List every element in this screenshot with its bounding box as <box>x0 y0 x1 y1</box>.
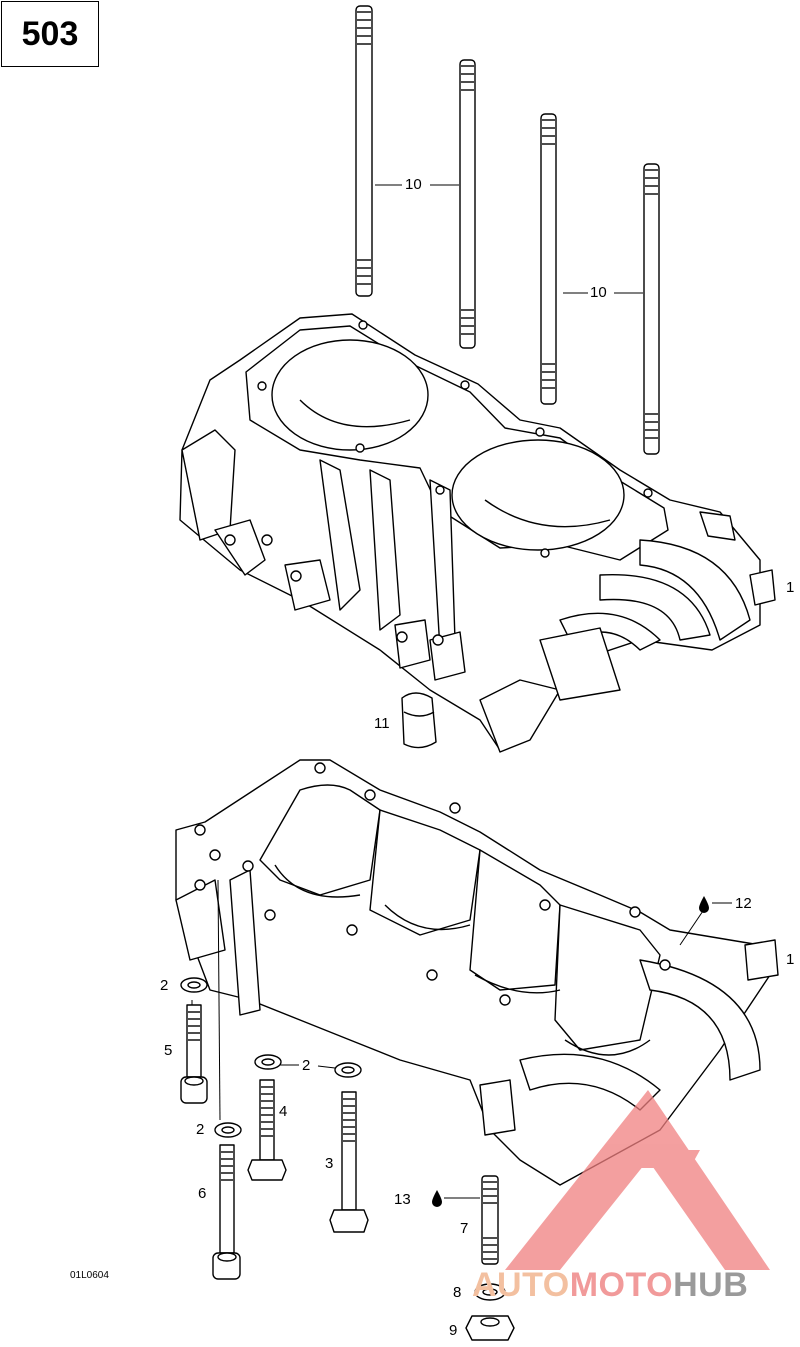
callout-1: 1 <box>786 579 795 596</box>
callout-2: 2 <box>196 1121 205 1138</box>
callout-1: 1 <box>786 951 795 968</box>
stud-part-10 <box>355 5 373 297</box>
callout-12: 12 <box>735 895 752 912</box>
oil-drop-icon <box>699 896 709 913</box>
washer-part-2 <box>334 1062 362 1078</box>
stud-part-10 <box>459 59 476 349</box>
washer-part-2 <box>214 1122 242 1138</box>
automotohub-logo-mark <box>505 1090 770 1270</box>
lubricant-drop-icons <box>432 896 709 1207</box>
callout-2: 2 <box>160 977 169 994</box>
page-number: 503 <box>21 14 79 53</box>
watermark-part-moto: MOTO <box>569 1266 674 1304</box>
watermark-part-auto: AUTO <box>472 1266 570 1304</box>
watermark-logo-text: AUTOMOTOHUB <box>472 1266 748 1305</box>
washer-part-2 <box>254 1054 282 1070</box>
page-number-box: 503 <box>1 1 99 67</box>
plug-part-11 <box>401 692 437 749</box>
screw-part-3 <box>329 1091 369 1233</box>
callout-13: 13 <box>394 1191 411 1208</box>
callout-6: 6 <box>198 1185 207 1202</box>
stud-part-7 <box>481 1175 499 1265</box>
leader-lines <box>191 184 732 1199</box>
callout-5: 5 <box>164 1042 173 1059</box>
callout-3: 3 <box>325 1155 334 1172</box>
washer-part-2 <box>180 977 208 993</box>
oil-drop-icon <box>432 1190 442 1207</box>
callout-2: 2 <box>302 1057 311 1074</box>
stud-part-10 <box>643 163 660 455</box>
lower-crankcase-half <box>175 759 779 1186</box>
callout-11: 11 <box>374 715 390 732</box>
callout-8: 8 <box>453 1284 462 1301</box>
stud-part-10 <box>540 113 557 405</box>
washer-part-8 <box>474 1283 506 1301</box>
drawing-code: 01L0604 <box>70 1270 109 1281</box>
screw-part-5 <box>180 1004 208 1104</box>
screw-part-4 <box>247 1079 287 1181</box>
callout-9: 9 <box>449 1322 458 1339</box>
callout-4: 4 <box>279 1103 288 1120</box>
watermark-part-hub: HUB <box>673 1266 749 1304</box>
nut-part-9 <box>465 1315 515 1341</box>
upper-crankcase-half <box>179 313 776 753</box>
callout-10: 10 <box>590 284 607 301</box>
callout-7: 7 <box>460 1220 469 1237</box>
screw-part-6 <box>212 1144 241 1280</box>
callout-10: 10 <box>405 176 422 193</box>
